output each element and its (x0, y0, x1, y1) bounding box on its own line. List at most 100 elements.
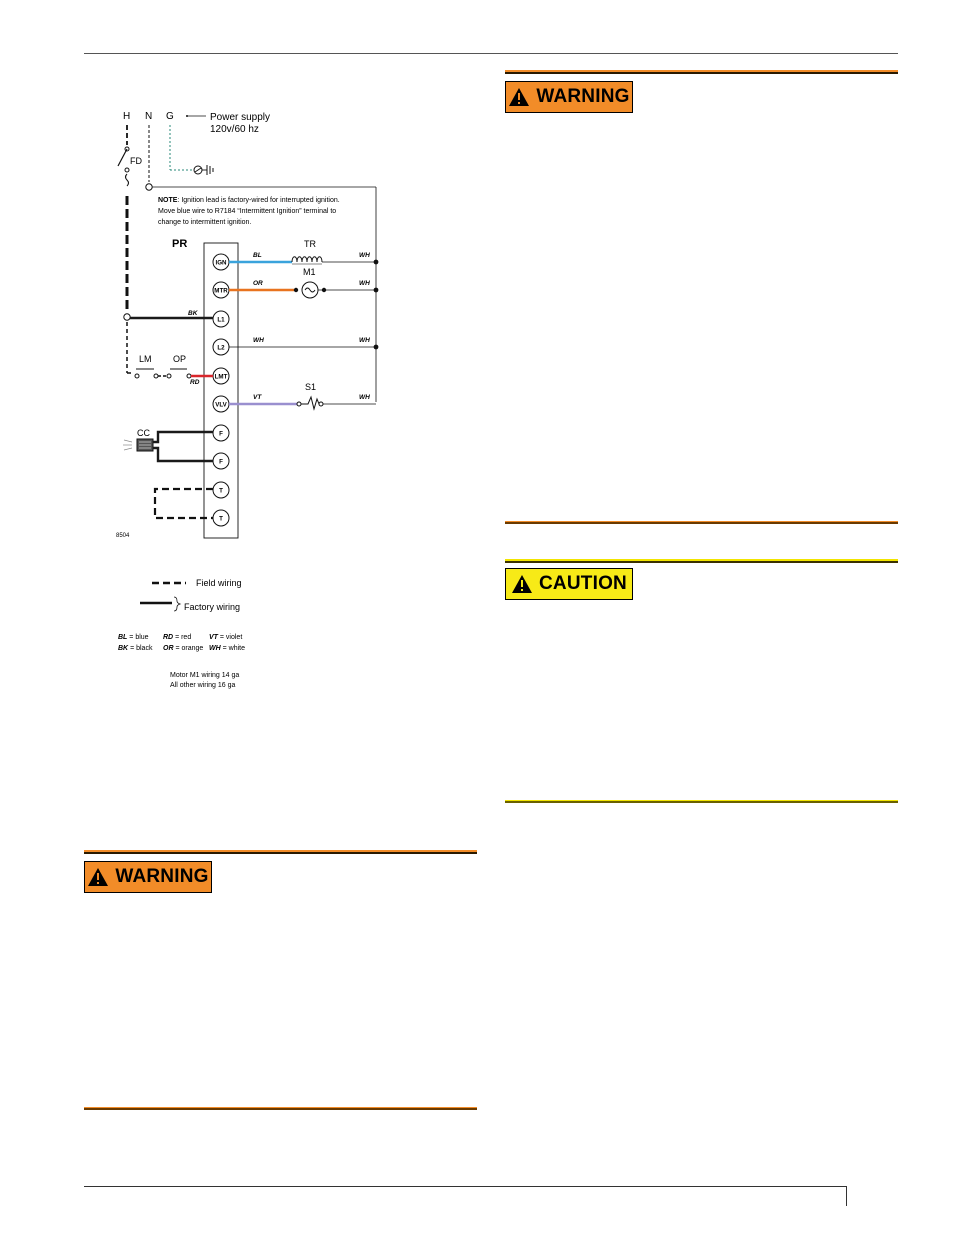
power-label-line2: 120v/60 hz (210, 124, 259, 135)
terminal-f2: F (212, 452, 230, 470)
terminal-f1-label: F (219, 431, 223, 438)
tr-out-wire-code: WH (359, 252, 370, 259)
note-line2: Move blue wire to R7184 “Intermittent Ig… (158, 208, 336, 215)
s1-out-wire-code: WH (359, 394, 370, 401)
caution-label: CAUTION (539, 573, 627, 594)
caution-bottom-band (505, 800, 898, 803)
legend-factory-label: Factory wiring (184, 602, 240, 612)
terminal-l2-label: L2 (217, 345, 225, 352)
legend-code-or-key: OR (163, 645, 174, 652)
terminal-ign-label: IGN (215, 260, 227, 267)
legend-code-rd-key: RD (163, 634, 173, 641)
warning-badge-right: WARNING (505, 81, 633, 113)
tr-node (373, 259, 379, 265)
terminal-l1: L1 (212, 310, 230, 328)
legend-code-wh-text: = white (221, 645, 245, 652)
f2-cad-wire (153, 446, 213, 463)
warning-label-right: WARNING (536, 86, 630, 107)
relay-label: PR (172, 238, 187, 250)
power-pointer-dot (186, 115, 188, 117)
neutral-label: N (145, 111, 152, 122)
wiring-diagram-svg: H N G Power supply 120v/60 hz FD NOTE: I… (116, 111, 379, 689)
solenoid-symbol (301, 395, 320, 411)
note-prefix: NOTE (158, 197, 178, 204)
motor-sine (304, 287, 316, 293)
terminal-vlv: VLV (212, 395, 230, 413)
note-line1-text: : Ignition lead is factory-wired for int… (177, 197, 339, 204)
legend-code-wh-key: WH (209, 645, 222, 652)
fd-switch-blade (117, 148, 128, 167)
transformer-coil (291, 256, 323, 263)
terminal-t2-label: T (219, 516, 223, 523)
terminal-t2: T (212, 509, 230, 527)
lmt-wire-code: RD (190, 379, 200, 386)
legend-code-vt-text: = violet (218, 634, 242, 641)
solenoid-label: S1 (305, 382, 316, 392)
legend-gauge-line1: Motor M1 wiring 14 ga (170, 672, 239, 679)
warning-top-band-right (505, 70, 898, 74)
legend-code-or-text: = orange (174, 645, 204, 652)
footer-rule-tick (846, 1186, 847, 1206)
caution-triangle-icon (511, 574, 533, 594)
legend-code-bk-text: = black (128, 645, 153, 652)
warning-triangle-icon (508, 87, 530, 107)
terminal-lmt-label: LMT (215, 374, 228, 381)
terminal-l1-label: L1 (217, 317, 225, 324)
oil-pressure-label: OP (173, 354, 186, 364)
l2-wire-code: WH (253, 337, 264, 344)
terminal-t1-label: T (219, 488, 223, 495)
legend-code-bk-key: BK (118, 645, 129, 652)
fuse-symbol (124, 173, 130, 187)
header-rule (84, 53, 898, 54)
solenoid-lead-left (296, 401, 302, 407)
motor-label: M1 (303, 267, 316, 277)
op-contact-left (166, 373, 172, 379)
neutral-junction (145, 183, 153, 191)
figure-id: 8504 (116, 533, 130, 539)
legend-code-rd-text: = red (173, 634, 191, 641)
m1-node (373, 287, 379, 293)
warning-bottom-band-right (505, 521, 898, 524)
f1-cad-wire (153, 430, 213, 444)
terminal-l2: L2 (212, 338, 230, 356)
limit-label: LM (139, 354, 152, 364)
legend-code-bl-key: BL (118, 634, 127, 641)
terminal-t1: T (212, 481, 230, 499)
legend-code-vt-key: VT (209, 634, 219, 641)
power-label-line1: Power supply (210, 112, 270, 123)
l1-wire-code: BK (188, 310, 199, 317)
ground-screw-slot (194, 167, 202, 173)
fd-contact-bottom (124, 167, 130, 173)
legend-brace (173, 596, 182, 612)
warning-triangle-icon-left (87, 867, 109, 887)
op-contact-right (186, 373, 192, 379)
legend-code-bl-text: = blue (127, 634, 148, 641)
terminal-mtr: MTR (212, 281, 230, 299)
cad-cell-ray-1 (123, 439, 133, 443)
caution-badge: CAUTION (505, 568, 633, 600)
legend-code-rd: RD = red (163, 634, 191, 641)
lm-contact-right (153, 373, 159, 379)
footer-rule (84, 1186, 847, 1187)
legend-gauge-line2: All other wiring 16 ga (170, 682, 235, 689)
note-line1: NOTE: Ignition lead is factory-wired for… (158, 197, 340, 204)
legend-code-bl: BL = blue (118, 634, 149, 641)
ground-label: G (166, 111, 174, 122)
transformer-label: TR (304, 239, 316, 249)
legend-code-or: OR = orange (163, 645, 203, 652)
terminal-ign: IGN (212, 253, 230, 271)
terminal-lmt: LMT (212, 367, 230, 385)
fd-label: FD (130, 156, 142, 166)
l2-out-wire-code: WH (359, 337, 370, 344)
terminal-f1: F (212, 424, 230, 442)
terminal-vlv-label: VLV (215, 402, 227, 409)
solenoid-lead-right (318, 401, 324, 407)
legend-field-label: Field wiring (196, 578, 242, 588)
motor-lead-dot (293, 287, 299, 293)
warning-top-band-left (84, 850, 477, 854)
terminal-mtr-label: MTR (214, 288, 228, 295)
legend-code-vt: VT = violet (209, 634, 242, 641)
ign-wire-code: BL (253, 252, 262, 259)
warning-badge-left: WARNING (84, 861, 212, 893)
terminal-f2-label: F (219, 459, 223, 466)
